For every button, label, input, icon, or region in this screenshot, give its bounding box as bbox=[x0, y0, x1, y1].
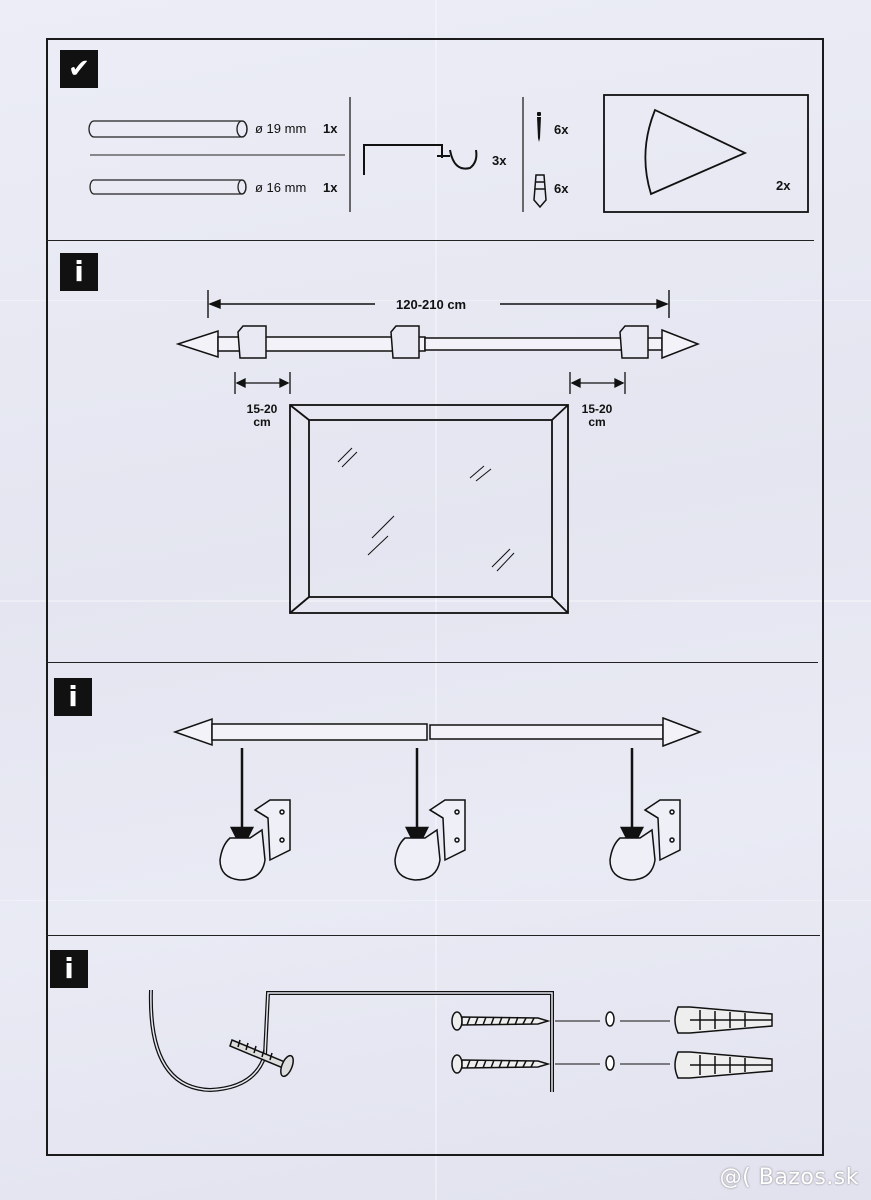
section-divider bbox=[46, 935, 820, 936]
right-offset-label: 15-20 cm bbox=[575, 403, 619, 429]
instruction-frame bbox=[46, 38, 824, 1156]
plugs-qty: 6x bbox=[554, 181, 569, 196]
wood-screw-icon bbox=[451, 1054, 551, 1074]
set-screw-icon bbox=[229, 1038, 294, 1078]
rod-19mm-diameter: ø 19 mm bbox=[255, 121, 307, 136]
right-offset-unit: cm bbox=[588, 415, 606, 429]
rod-19mm-icon bbox=[88, 120, 248, 138]
wall-plug-icon bbox=[533, 174, 547, 209]
left-offset-label: 15-20 cm bbox=[240, 403, 284, 429]
wall-plug-detail-icon bbox=[674, 1051, 773, 1079]
info-icon: i bbox=[50, 950, 88, 988]
wall-bracket-icon bbox=[219, 799, 291, 881]
wall-bracket-icon bbox=[609, 799, 681, 881]
wall-bracket-icon bbox=[394, 799, 466, 881]
fold-line bbox=[0, 900, 871, 901]
bracket-icon bbox=[363, 144, 478, 175]
finial-box bbox=[603, 94, 809, 213]
fold-line bbox=[0, 300, 871, 301]
left-offset-value: 15-20 bbox=[246, 402, 278, 416]
info-icon: i bbox=[54, 678, 92, 716]
offset-dimensions bbox=[234, 372, 626, 394]
right-offset-value: 15-20 bbox=[581, 402, 613, 416]
checkmark-icon: ✔ bbox=[60, 50, 98, 88]
finials-qty: 2x bbox=[776, 178, 791, 193]
rod-width-range: 120-210 cm bbox=[396, 297, 467, 312]
brackets-qty: 3x bbox=[492, 153, 507, 168]
rod-16mm-icon bbox=[89, 179, 247, 195]
screws-qty: 6x bbox=[554, 122, 569, 137]
wood-screw-icon bbox=[451, 1011, 551, 1031]
drill-hole-icon bbox=[605, 1011, 615, 1071]
rod-16mm-diameter: ø 16 mm bbox=[255, 180, 307, 195]
fold-line bbox=[435, 0, 437, 1200]
curtain-rod-exploded bbox=[172, 716, 703, 748]
window-frame bbox=[289, 404, 569, 614]
section-divider bbox=[46, 662, 818, 663]
wall-plug-detail-icon bbox=[674, 1006, 773, 1034]
bracket-detail-inner bbox=[150, 989, 553, 1092]
rod-16mm-qty: 1x bbox=[323, 180, 338, 195]
bracket-detail-icon bbox=[148, 989, 554, 1093]
width-dimension bbox=[207, 290, 670, 318]
left-offset-unit: cm bbox=[253, 415, 271, 429]
fold-line bbox=[0, 600, 871, 602]
glass-reflection bbox=[337, 447, 515, 572]
curtain-rod-assembled bbox=[175, 325, 701, 360]
rod-19mm-qty: 1x bbox=[323, 121, 338, 136]
info-icon: i bbox=[60, 253, 98, 291]
watermark: @( Bazos.sk bbox=[719, 1165, 859, 1190]
section-divider bbox=[46, 240, 814, 241]
screw-icon bbox=[537, 112, 541, 142]
drill-line bbox=[555, 1020, 670, 1065]
finial-icon bbox=[644, 108, 748, 196]
